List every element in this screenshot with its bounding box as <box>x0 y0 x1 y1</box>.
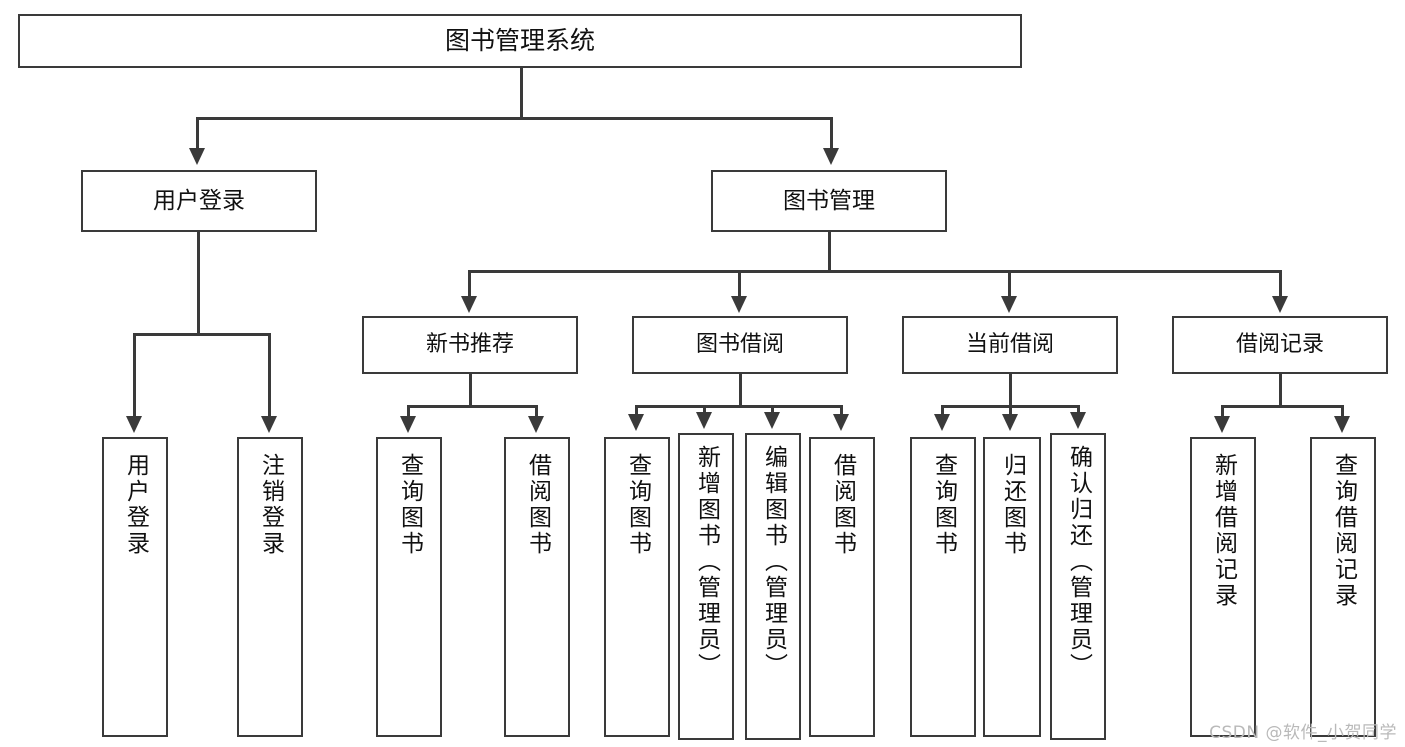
connector-current-leaf1 <box>1009 405 1012 417</box>
arrowhead-borrow-leaf0 <box>628 414 644 431</box>
connector-borrow-leaf2 <box>771 405 774 417</box>
connector-bookmgmt-bus <box>468 270 1282 273</box>
arrowhead-current-leaf0 <box>934 414 950 431</box>
connector-newbook-bus <box>407 405 537 408</box>
connector-record-stem <box>1279 374 1282 407</box>
arrowhead-root-to-login <box>189 148 205 165</box>
node-label: 新书推荐 <box>425 332 514 358</box>
leaf-newbook-query-book: 查询图书 <box>376 437 442 737</box>
connector-bookmgmt-to-l2-3 <box>1279 270 1282 298</box>
leaf-user-login: 用户登录 <box>102 437 168 737</box>
arrowhead-current-leaf1 <box>1002 414 1018 431</box>
connector-root-stem <box>520 68 523 118</box>
node-root-system: 图书管理系统 <box>18 14 1022 68</box>
node-label: 当前借阅 <box>965 332 1054 358</box>
arrowhead-bookmgmt-l2-2 <box>1001 296 1017 313</box>
arrowhead-current-leaf2 <box>1070 412 1086 429</box>
leaf-logout-login: 注销登录 <box>237 437 303 737</box>
leaf-current-confirm-return-admin: 确认归还（管理员） <box>1050 433 1106 740</box>
arrowhead-borrow-leaf2 <box>764 412 780 429</box>
leaf-label: 查询图书 <box>396 453 423 557</box>
leaf-label: 借阅图书 <box>829 453 856 557</box>
node-current-borrow: 当前借阅 <box>902 316 1118 374</box>
connector-login-bus <box>133 333 270 336</box>
arrowhead-borrow-leaf3 <box>833 414 849 431</box>
connector-bookmgmt-to-l2-1 <box>738 270 741 298</box>
leaf-record-query-record: 查询借阅记录 <box>1310 437 1376 737</box>
connector-borrow-stem <box>739 374 742 407</box>
leaf-label: 注销登录 <box>257 453 284 557</box>
leaf-label: 借阅图书 <box>524 453 551 557</box>
node-user-login: 用户登录 <box>81 170 317 232</box>
leaf-label: 编辑图书（管理员） <box>760 445 787 679</box>
node-label: 图书管理 <box>783 187 875 214</box>
node-label: 图书管理系统 <box>444 25 595 55</box>
leaf-label: 新增借阅记录 <box>1210 453 1237 609</box>
node-new-book-recommend: 新书推荐 <box>362 316 578 374</box>
connector-borrow-leaf1 <box>703 405 706 417</box>
connector-login-to-leaf1 <box>268 333 271 417</box>
arrowhead-login-leaf1 <box>261 416 277 433</box>
leaf-current-query-book: 查询图书 <box>910 437 976 737</box>
connector-current-leaf0 <box>941 405 944 417</box>
connector-bookmgmt-to-l2-0 <box>468 270 471 298</box>
arrowhead-login-leaf0 <box>126 416 142 433</box>
connector-root-bus <box>196 117 833 120</box>
leaf-borrow-query-book: 查询图书 <box>604 437 670 737</box>
connector-record-bus <box>1221 405 1344 408</box>
node-label: 图书借阅 <box>695 332 784 358</box>
node-book-borrow: 图书借阅 <box>632 316 848 374</box>
arrowhead-newbook-leaf1 <box>528 416 544 433</box>
connector-borrow-leaf3 <box>840 405 843 417</box>
leaf-record-add-record: 新增借阅记录 <box>1190 437 1256 737</box>
connector-borrow-bus <box>635 405 843 408</box>
node-borrow-record: 借阅记录 <box>1172 316 1388 374</box>
connector-login-to-leaf0 <box>133 333 136 417</box>
arrowhead-borrow-leaf1 <box>696 412 712 429</box>
leaf-newbook-borrow-book: 借阅图书 <box>504 437 570 737</box>
arrowhead-bookmgmt-l2-1 <box>731 296 747 313</box>
arrowhead-root-to-bookmgmt <box>823 148 839 165</box>
arrowhead-bookmgmt-l2-0 <box>461 296 477 313</box>
connector-bookmgmt-stem <box>828 232 831 272</box>
node-book-management: 图书管理 <box>711 170 947 232</box>
node-label: 用户登录 <box>153 187 245 214</box>
leaf-borrow-edit-book-admin: 编辑图书（管理员） <box>745 433 801 740</box>
leaf-label: 新增图书（管理员） <box>693 445 720 679</box>
arrowhead-record-leaf0 <box>1214 416 1230 433</box>
connector-current-leaf2 <box>1077 405 1080 417</box>
watermark-text: CSDN @软件_小贺同学 <box>1209 723 1397 743</box>
connector-newbook-stem <box>469 374 472 407</box>
connector-bookmgmt-to-l2-2 <box>1008 270 1011 298</box>
connector-root-to-bookmgmt <box>830 117 833 150</box>
connector-borrow-leaf0 <box>635 405 638 417</box>
connector-login-stem <box>197 232 200 335</box>
leaf-label: 查询图书 <box>930 453 957 557</box>
connector-root-to-login <box>196 117 199 150</box>
leaf-current-return-book: 归还图书 <box>983 437 1041 737</box>
leaf-label: 查询借阅记录 <box>1330 453 1357 609</box>
arrowhead-bookmgmt-l2-3 <box>1272 296 1288 313</box>
leaf-borrow-add-book-admin: 新增图书（管理员） <box>678 433 734 740</box>
connector-newbook-leaf1 <box>535 405 538 417</box>
connector-record-leaf0 <box>1221 405 1224 417</box>
arrowhead-record-leaf1 <box>1334 416 1350 433</box>
leaf-label: 用户登录 <box>122 453 149 557</box>
leaf-label: 确认归还（管理员） <box>1065 445 1092 679</box>
connector-newbook-leaf0 <box>407 405 410 417</box>
arrowhead-newbook-leaf0 <box>400 416 416 433</box>
leaf-label: 归还图书 <box>999 453 1026 557</box>
leaf-borrow-borrow-book: 借阅图书 <box>809 437 875 737</box>
connector-current-stem <box>1009 374 1012 407</box>
node-label: 借阅记录 <box>1235 332 1324 358</box>
leaf-label: 查询图书 <box>624 453 651 557</box>
connector-record-leaf1 <box>1341 405 1344 417</box>
